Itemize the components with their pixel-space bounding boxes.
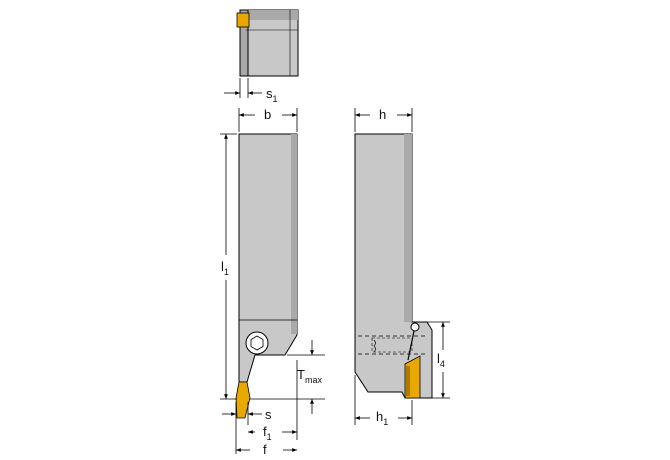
front-view bbox=[220, 108, 325, 454]
top-view bbox=[224, 9, 299, 98]
top-view-insert bbox=[236, 12, 250, 28]
label-l1: l1 bbox=[221, 259, 229, 277]
side-view bbox=[354, 108, 450, 425]
top-view-body bbox=[245, 9, 299, 77]
label-f1: f1 bbox=[263, 424, 272, 442]
label-f: f bbox=[263, 442, 267, 457]
label-h1: h1 bbox=[376, 409, 388, 427]
label-s: s bbox=[265, 407, 272, 422]
label-tmax: Tmax bbox=[297, 367, 322, 385]
label-l4: l4 bbox=[437, 351, 445, 369]
clamp-screw-icon bbox=[245, 331, 269, 355]
side-view-shank bbox=[354, 133, 433, 399]
front-view-shank-edge bbox=[291, 134, 297, 334]
label-b: b bbox=[264, 107, 271, 122]
label-s1: s1 bbox=[266, 86, 278, 104]
clamp-lever-icon bbox=[410, 322, 420, 332]
top-view-left-strip bbox=[239, 9, 249, 77]
label-h: h bbox=[379, 107, 386, 122]
side-view-shank-edge bbox=[404, 134, 412, 322]
front-view-insert bbox=[235, 381, 251, 419]
top-view-shade bbox=[246, 10, 298, 20]
